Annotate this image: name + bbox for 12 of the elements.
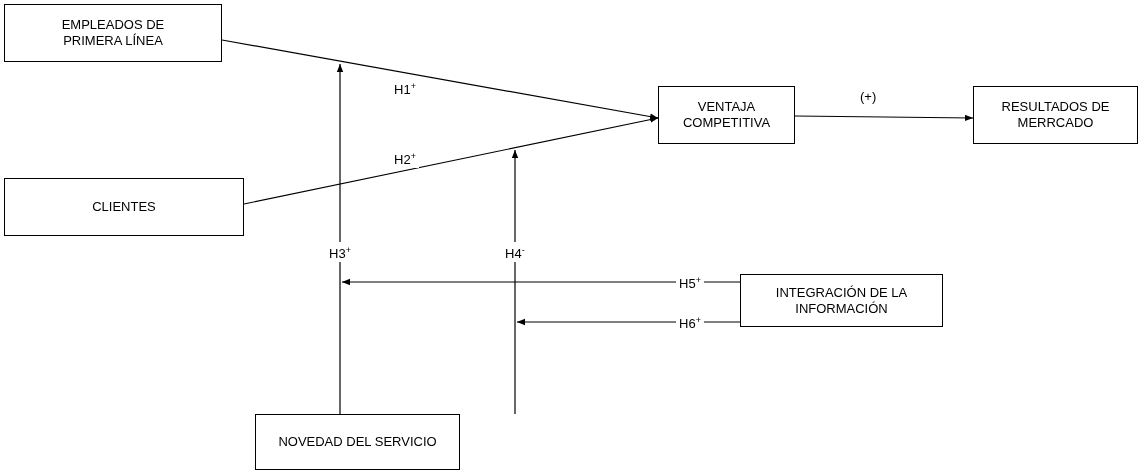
arrow	[511, 149, 519, 415]
moderator-box: NOVEDAD DEL SERVICIO	[255, 414, 460, 470]
outcome-box: RESULTADOS DE MERRCADO	[973, 86, 1138, 144]
construct-box: VENTAJA COMPETITIVA	[658, 86, 795, 144]
arrow	[243, 116, 659, 205]
arrow	[341, 278, 741, 286]
actor-box: EMPLEADOS DE PRIMERA LÍNEA	[4, 4, 222, 62]
arrow	[221, 39, 659, 120]
arrow	[336, 63, 344, 415]
arrow	[794, 114, 974, 122]
moderator-box: INTEGRACIÓN DE LA INFORMACIÓN	[740, 274, 943, 327]
actor-box: CLIENTES	[4, 178, 244, 236]
